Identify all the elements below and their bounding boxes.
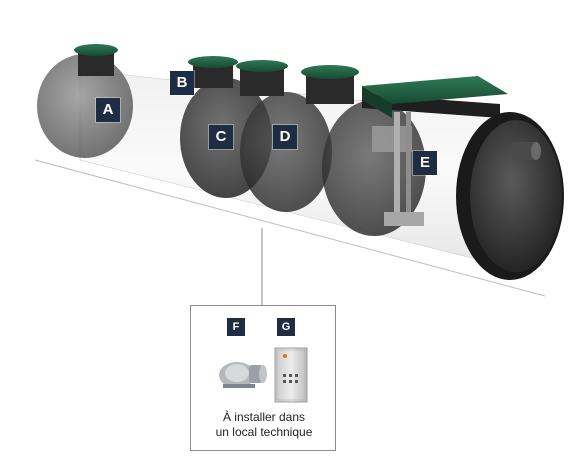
label-f: F: [227, 318, 245, 336]
pump-base: [384, 212, 424, 226]
pump-pipe: [394, 112, 400, 222]
pump-pipe-2: [406, 112, 411, 222]
lid-e-top: [362, 76, 508, 104]
blower-icon: [219, 362, 267, 388]
pump-mount: [372, 126, 412, 152]
label-e: E: [413, 151, 437, 175]
riser-c: [240, 68, 284, 96]
chamber-a-wall: [37, 54, 133, 158]
chamber-d-wall: [240, 92, 332, 212]
label-b: B: [170, 71, 194, 95]
ground-line: [34, 159, 546, 297]
lid-e-front: [362, 86, 392, 118]
lid-a: [74, 44, 118, 56]
control-cabinet-icon: [274, 347, 308, 403]
technical-room-box: F G À installer dans un local technique: [190, 305, 336, 451]
label-d: D: [273, 125, 297, 149]
note-line-2: un local technique: [215, 425, 313, 439]
outlet-pipe: [512, 142, 536, 160]
label-c: C: [209, 125, 233, 149]
label-a: A: [96, 98, 120, 122]
lid-d: [301, 65, 359, 79]
label-g: G: [277, 318, 295, 336]
outlet-pipe-end: [531, 142, 541, 160]
note-line-1: À installer dans: [222, 410, 306, 424]
lid-c: [236, 60, 288, 72]
lid-b: [188, 56, 238, 68]
